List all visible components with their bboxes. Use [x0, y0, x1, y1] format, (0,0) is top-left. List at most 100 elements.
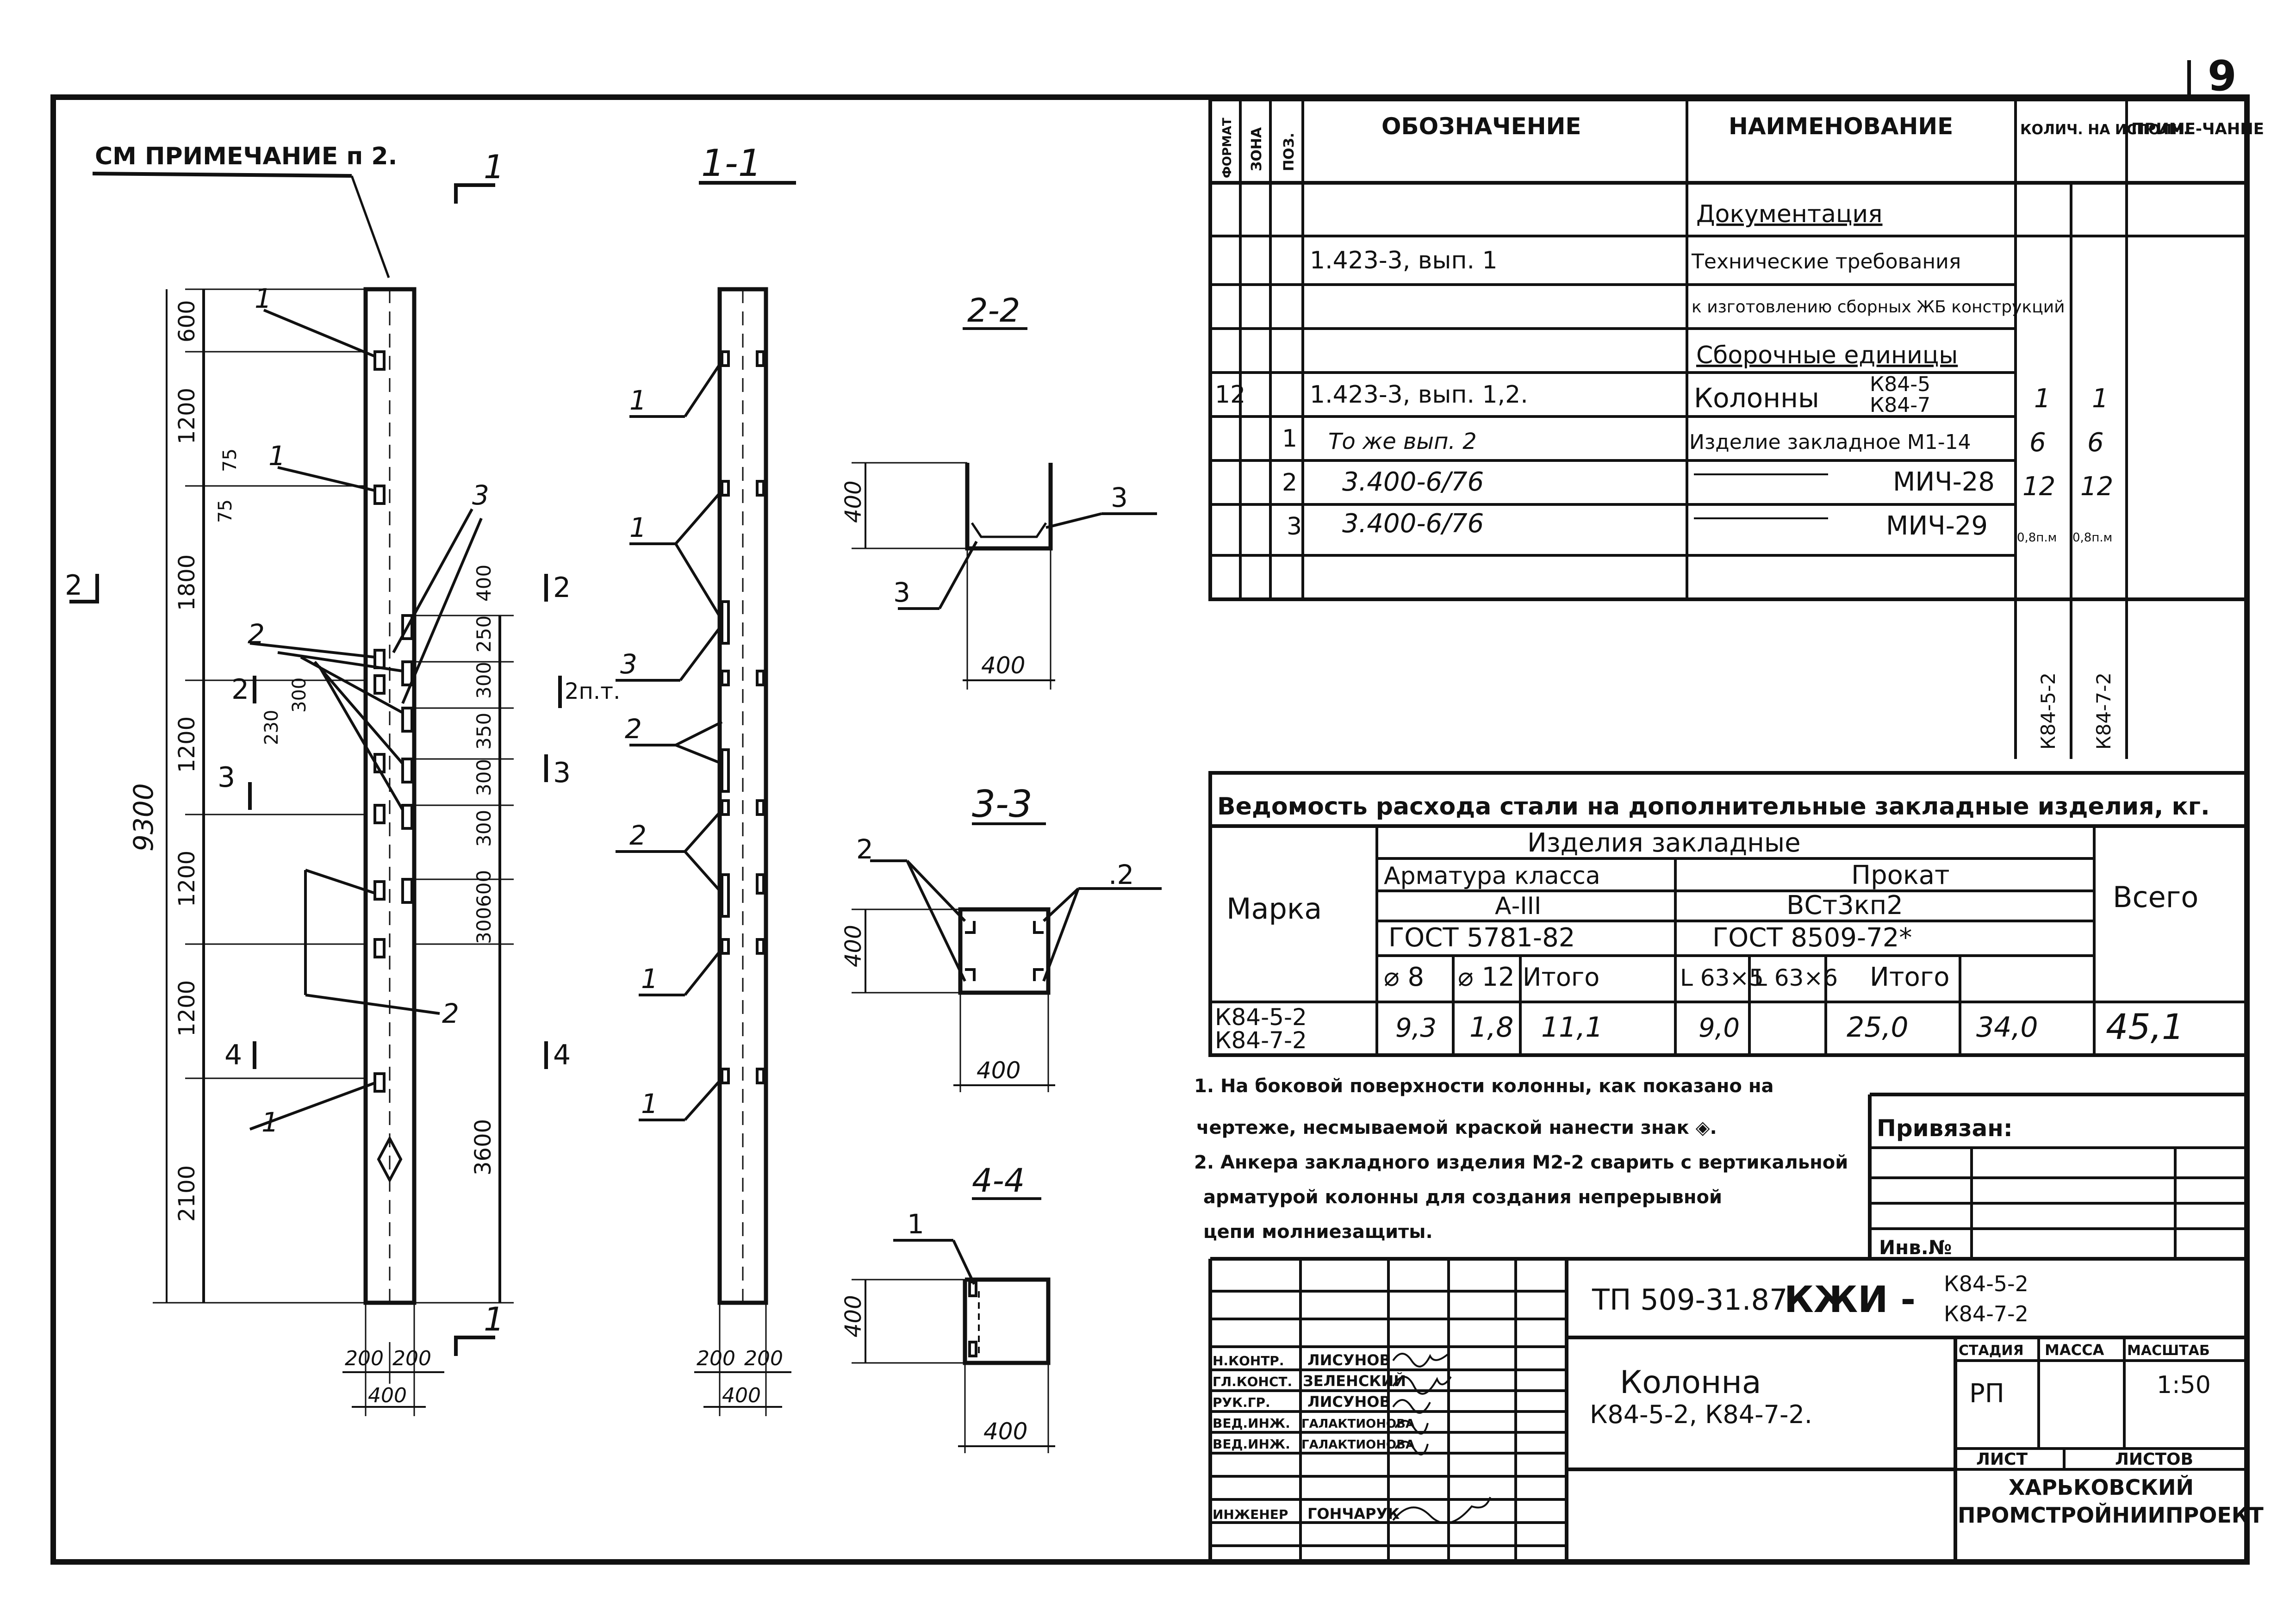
section-1-1 [616, 181, 796, 1416]
column-header: L 63×5 [1680, 964, 1764, 991]
dimension: 1200 [174, 388, 200, 444]
dimension: 1800 [174, 554, 200, 611]
spec-qty: 12 [2022, 472, 2055, 502]
steel-table-text: Ведомость расхода стали на дополнительны… [1215, 793, 2210, 1054]
column-header: Арматура класса [1384, 862, 1600, 890]
dimension: 300 [473, 810, 495, 847]
sheets-label: ЛИСТОВ [2115, 1450, 2193, 1469]
spec-designation: 1.423-3, вып. 1,2. [1310, 381, 1528, 409]
staff-role: Н.КОНТР. [1213, 1353, 1284, 1368]
embedded-plate [373, 350, 386, 371]
signature-mark [1392, 1376, 1452, 1395]
spec-section: Документация [1696, 200, 1882, 228]
document-mark: К84-7-2 [1944, 1301, 2028, 1326]
callout-label: 3 [893, 577, 910, 608]
note-line: 1. На боковой поверхности колонны, как п… [1194, 1076, 1773, 1097]
spec-name: Изделие закладное М1-14 [1689, 430, 1971, 454]
staff-name: ГАЛАКТИОНОВА [1301, 1417, 1415, 1431]
dimension: 75 [219, 448, 241, 472]
column-header: ЗОНА [1249, 127, 1265, 171]
section-4-4-labels: 4-4 400 400 1 [840, 1162, 1027, 1445]
embedded-plate [401, 707, 413, 733]
section-2-2 [852, 327, 1157, 690]
staff-role: РУК.ГР. [1213, 1395, 1270, 1410]
callout-label: 1 [629, 512, 647, 543]
dimension-total: 9300 [128, 783, 159, 852]
organization: ПРОМСТРОЙНИИПРОЕКТ [1958, 1503, 2264, 1528]
spec-name: Технические требования [1691, 250, 1961, 274]
callout-label: 1 [261, 1107, 279, 1138]
section-title: 1-1 [701, 142, 762, 185]
column-header: Всего [2113, 880, 2198, 914]
title-block-text: ТП 509-31.87 КЖИ - К84-5-2 К84-7-2 Колон… [1213, 1271, 2264, 1528]
staff-name: ЗЕЛЕНСКИЙ [1303, 1372, 1406, 1390]
binding-box [1868, 1093, 2247, 1259]
note-reference: СМ ПРИМЕЧАНИЕ п 2. [95, 143, 397, 170]
embedded-plate [373, 1072, 386, 1093]
sheet-frame [50, 94, 2250, 1565]
callout-label: 1 [255, 283, 272, 314]
dimension: 350 [473, 713, 495, 750]
table-title: Ведомость расхода стали на дополнительны… [1217, 793, 2210, 821]
callout-label: 2 [856, 833, 873, 865]
staff-name: ГАЛАКТИОНОВА [1301, 1438, 1415, 1452]
signature-mark [1392, 1353, 1450, 1368]
cell-value: 34,0 [1976, 1011, 2038, 1044]
staff-name: ЛИСУНОВ [1307, 1393, 1391, 1411]
dimension: 3600 [470, 1119, 496, 1175]
dimension: 200 [345, 1347, 384, 1370]
embedded-plate [401, 878, 413, 904]
note-line: 2. Анкера закладного изделия М2-2 сварит… [1194, 1152, 1848, 1173]
cell-value: 9,0 [1699, 1013, 1740, 1043]
spec-name: к изготовлению сборных ЖБ конструкций [1692, 298, 2065, 317]
scale-header: МАСШТАБ [2127, 1343, 2210, 1359]
column-header: ПОЗ. [1281, 133, 1297, 171]
dimension: 400 [977, 1057, 1020, 1084]
callout-label: 1 [641, 963, 658, 995]
column-header: КОЛИЧ. НА ИСПОЛН. [2020, 122, 2189, 138]
spec-section: Сборочные единицы [1696, 342, 1958, 369]
callout-label: 3 [472, 479, 489, 511]
column-header: ⌀ 8 [1384, 962, 1424, 992]
section-2-2-labels: 2-2 400 400 3 3 [840, 292, 1128, 679]
stage-header: СТАДИЯ [1959, 1343, 2024, 1359]
column-header: Итого [1523, 963, 1599, 992]
section-mark: 1 [484, 1300, 504, 1338]
section-3-3 [852, 822, 1162, 1092]
dimension: 230 [261, 710, 282, 745]
embedded-plate [373, 485, 386, 505]
note-line: цепи молниезащиты. [1203, 1221, 1433, 1243]
column-elevation [69, 172, 562, 1416]
staff-role: ИНЖЕНЕР [1213, 1507, 1288, 1522]
section-title: 4-4 [972, 1162, 1025, 1200]
embedded-plate [401, 660, 413, 686]
spec-name: МИЧ-29 [1886, 511, 1988, 541]
column-header: Изделия закладные [1527, 828, 1801, 858]
spec-pos: 2 [1282, 469, 1297, 497]
note-line: арматурой колонны для создания непрерывн… [1203, 1187, 1722, 1208]
section-4-4 [852, 1197, 1055, 1453]
dimension: 300 [473, 907, 495, 944]
dimension: 300 [289, 678, 310, 713]
dimension: 400 [981, 652, 1025, 679]
column-header: ВСт3кп2 [1786, 890, 1903, 920]
dimension: 400 [840, 925, 866, 967]
section-title: 2-2 [967, 292, 1020, 330]
embedded-plate [401, 804, 413, 830]
cell-value: 25,0 [1847, 1011, 1909, 1044]
row-mark: К84-5-2 [1215, 1004, 1307, 1031]
staff-role: ГЛ.КОНСТ. [1213, 1374, 1292, 1389]
page-number: 9 [2208, 52, 2237, 100]
scale-value: 1:50 [2157, 1371, 2211, 1399]
variant-label: К84-5-2 [2037, 672, 2060, 750]
stage-value: РП [1969, 1379, 2004, 1409]
embedded-plate [373, 674, 386, 695]
embedded-plate [373, 804, 386, 824]
dimension: 400 [983, 1418, 1027, 1445]
column-header: А-III [1495, 892, 1541, 920]
callout-label: 1 [641, 1088, 658, 1119]
spec-name: МИЧ-28 [1893, 467, 1995, 497]
signature-mark [1394, 1420, 1429, 1435]
diamond-mark-icon [377, 1135, 403, 1183]
dimension: 300 [473, 759, 495, 796]
